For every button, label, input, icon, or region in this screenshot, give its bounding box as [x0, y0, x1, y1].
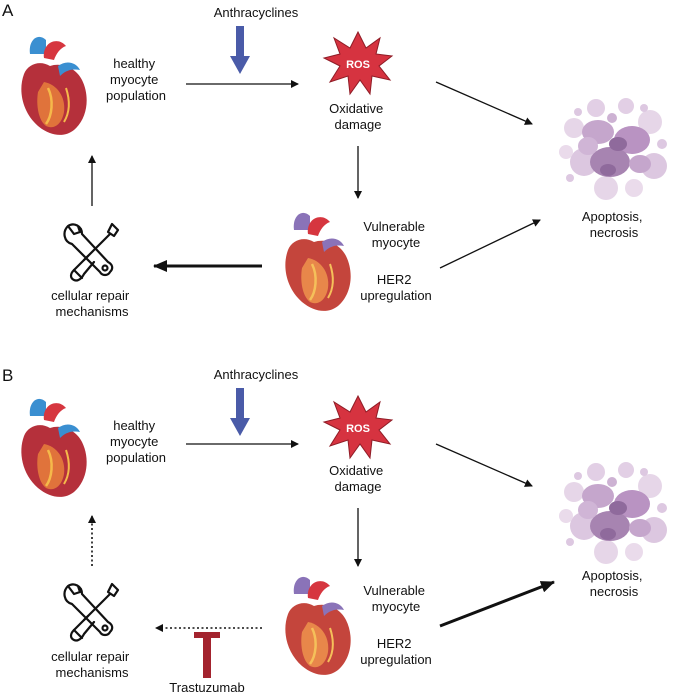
arrow-vulnerable-to-apoptosis-strong — [439, 580, 555, 628]
anthracyclines-label: Anthracyclines — [214, 5, 299, 20]
vulnerable-heart-icon-b — [284, 575, 352, 677]
her2-upregulation-label: HER2 upregulation — [360, 272, 432, 303]
repair-tools-icon-b — [63, 582, 120, 642]
anthracyclines-label-b: Anthracyclines — [214, 367, 299, 382]
ros-label-b: ROS — [346, 423, 370, 435]
panel-a: A healthy myocyte population Anthracycli… — [2, 1, 667, 319]
cellular-repair-label: cellular repair mechanisms — [51, 288, 133, 319]
arrow-vulnerable-to-apoptosis — [439, 219, 541, 269]
anthracycline-arrow — [230, 26, 250, 74]
panel-b: B healthy myocyte population Anthracycli… — [2, 366, 667, 695]
her2-upregulation-label-b: HER2 upregulation — [360, 636, 432, 667]
repair-tools-icon — [63, 222, 120, 282]
vulnerable-heart-icon — [284, 211, 352, 313]
vulnerable-myocyte-label-b: Vulnerable myocyte — [363, 583, 428, 614]
healthy-myocyte-label-b: healthy myocyte population — [106, 418, 166, 465]
apoptotic-cells-icon-b — [559, 462, 667, 564]
healthy-heart-icon-b — [20, 397, 88, 499]
arrow-ros-to-apoptosis — [435, 81, 533, 125]
panel-letter-a: A — [2, 1, 14, 20]
healthy-heart-icon — [20, 35, 88, 137]
apoptosis-label: Apoptosis, necrosis — [582, 209, 646, 240]
oxidative-damage-label-b: Oxidative damage — [329, 463, 387, 494]
oxidative-damage-label: Oxidative damage — [329, 101, 387, 132]
healthy-myocyte-label: healthy myocyte population — [106, 56, 166, 103]
panel-letter-b: B — [2, 366, 13, 385]
ros-label: ROS — [346, 59, 370, 71]
cellular-repair-label-b: cellular repair mechanisms — [51, 649, 133, 680]
arrow-ros-to-apoptosis-b — [435, 443, 533, 487]
apoptotic-cells-icon — [559, 98, 667, 200]
apoptosis-label-b: Apoptosis, necrosis — [582, 568, 646, 599]
anthracycline-arrow-b — [230, 388, 250, 436]
vulnerable-myocyte-label: Vulnerable myocyte — [363, 219, 428, 250]
trastuzumab-inhibitor — [194, 632, 220, 678]
trastuzumab-label: Trastuzumab — [169, 680, 244, 695]
